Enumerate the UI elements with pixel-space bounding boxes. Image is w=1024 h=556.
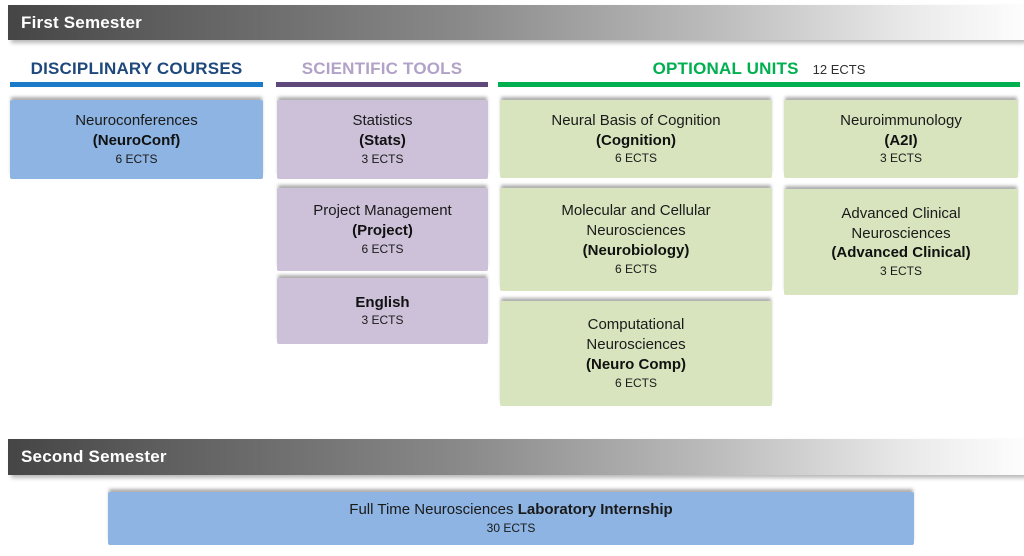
course-title: Molecular and Cellular Neurosciences <box>561 202 711 240</box>
course-box-neural-basis-of-cognition: Neural Basis of Cognition (Cognition) 6 … <box>500 100 772 178</box>
course-code: (Stats) <box>359 132 406 150</box>
course-title: Project Management <box>313 202 452 220</box>
second-semester-bar: Second Semester <box>8 439 1024 475</box>
optional-units-title: OPTIONAL UNITS <box>652 59 799 78</box>
course-box-laboratory-internship: Full Time Neurosciences Laboratory Inter… <box>108 492 914 545</box>
disciplinary-courses-title: DISCIPLINARY COURSES <box>30 59 243 78</box>
course-box-project-management: Project Management (Project) 6 ECTS <box>277 188 488 271</box>
second-semester-label: Second Semester <box>21 447 167 466</box>
course-ects: 6 ECTS <box>115 151 158 166</box>
course-box-neuroimmunology: Neuroimmunology (A2I) 3 ECTS <box>784 100 1018 178</box>
course-code: English <box>355 293 410 311</box>
course-ects: 3 ECTS <box>879 151 922 166</box>
course-title: Advanced Clinical Neurosciences <box>841 204 961 242</box>
course-code: (Cognition) <box>596 131 676 149</box>
course-title: Statistics <box>352 112 413 130</box>
course-box-advanced-clinical-neurosciences: Advanced Clinical Neurosciences (Advance… <box>784 189 1018 295</box>
course-ects: 3 ECTS <box>361 313 404 328</box>
course-title: Full Time Neurosciences Laboratory Inter… <box>349 500 672 520</box>
course-title-regular: Full Time Neurosciences <box>349 501 514 519</box>
course-ects: 6 ECTS <box>614 375 657 390</box>
tools-underline <box>276 82 488 87</box>
course-title: Neural Basis of Cognition <box>551 111 721 129</box>
course-ects: 30 ECTS <box>486 520 536 535</box>
optional-units-ects-note: 12 ECTS <box>812 61 866 77</box>
optional-underline <box>498 82 1020 87</box>
first-semester-label: First Semester <box>21 12 142 32</box>
course-ects: 6 ECTS <box>614 151 657 166</box>
course-title: Neuroimmunology <box>840 111 962 129</box>
course-code: (Neurobiology) <box>582 241 690 259</box>
course-box-computational-neurosciences: Computational Neurosciences (Neuro Comp)… <box>500 301 772 406</box>
disciplinary-underline <box>10 82 263 87</box>
course-title-bold: Laboratory Internship <box>517 501 673 519</box>
course-code: (NeuroConf) <box>92 132 181 150</box>
course-box-statistics: Statistics (Stats) 3 ECTS <box>277 100 488 179</box>
course-title: Neuroconferences <box>75 112 198 130</box>
course-code: (A2I) <box>884 131 918 149</box>
course-box-molecular-cellular-neurosciences: Molecular and Cellular Neurosciences (Ne… <box>500 188 772 291</box>
course-ects: 3 ECTS <box>879 264 922 279</box>
course-title: Computational Neurosciences <box>586 316 686 354</box>
course-ects: 6 ECTS <box>614 261 657 276</box>
first-semester-bar: First Semester <box>8 5 1024 40</box>
column-header-disciplinary: DISCIPLINARY COURSES <box>10 56 263 82</box>
course-box-neuroconferences: Neuroconferences (NeuroConf) 6 ECTS <box>10 100 263 179</box>
column-header-optional: OPTIONAL UNITS 12 ECTS <box>498 56 1020 82</box>
column-header-tools: SCIENTIFIC TOOLS <box>276 56 488 82</box>
course-ects: 6 ECTS <box>361 241 404 256</box>
course-ects: 3 ECTS <box>361 151 404 166</box>
course-box-english: English 3 ECTS <box>277 278 488 344</box>
course-code: (Advanced Clinical) <box>831 244 971 262</box>
scientific-tools-title: SCIENTIFIC TOOLS <box>301 59 463 78</box>
course-code: (Project) <box>352 222 413 240</box>
course-code: (Neuro Comp) <box>586 355 686 373</box>
